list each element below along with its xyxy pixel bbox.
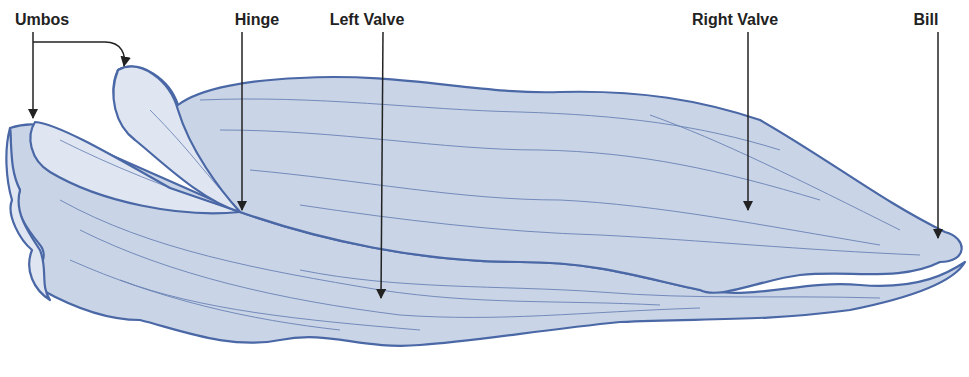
part-label: Umbos [13,11,71,29]
part-label: Right Valve [690,11,780,29]
part-label: Left Valve [328,11,407,29]
part-label: Bill [912,11,941,29]
leader-lines [33,32,938,298]
growth-lines [60,99,920,330]
right-valve-shape [114,67,962,293]
shell-edge-layers [6,128,50,300]
part-label: Hinge [233,11,281,29]
